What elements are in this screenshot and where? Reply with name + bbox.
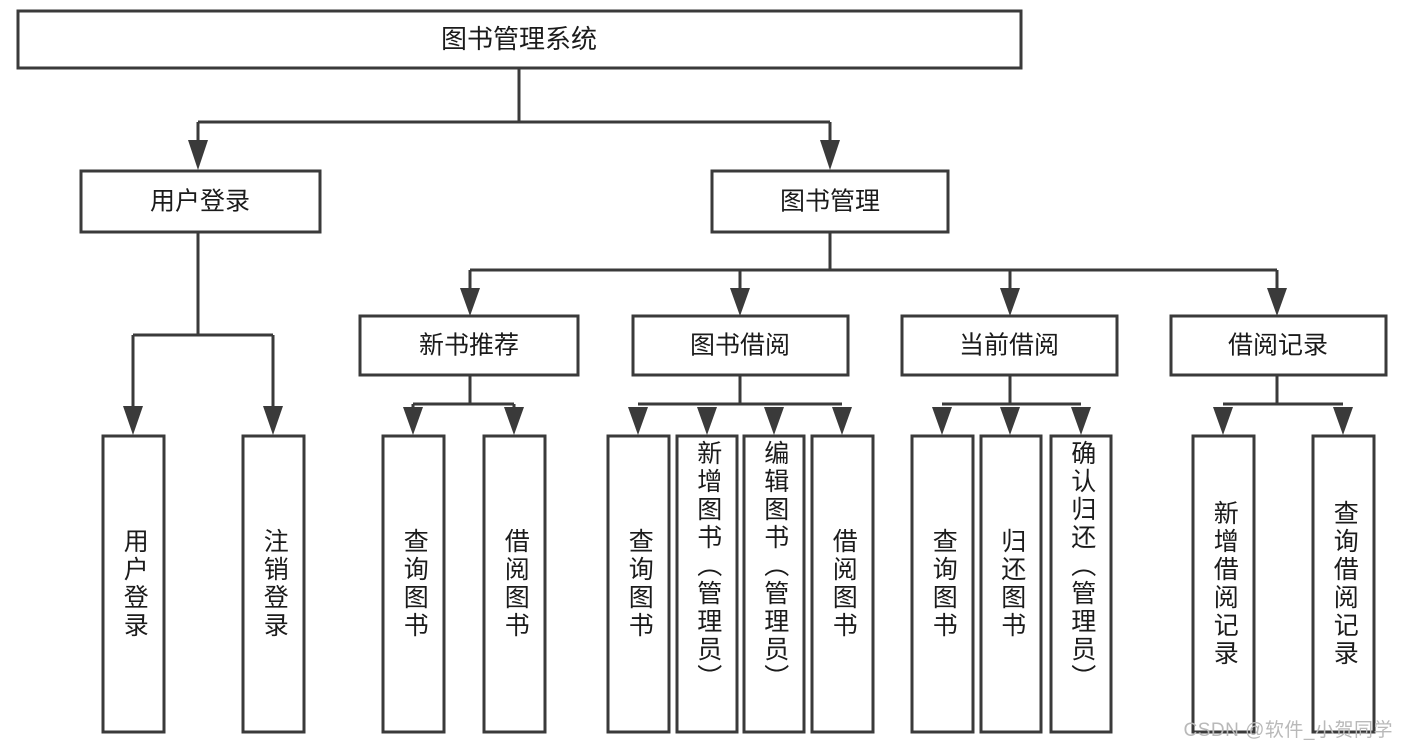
node-new-book-recommend-label: 新书推荐 (419, 332, 519, 360)
node-book-manage[interactable]: 图书管理 (710, 169, 950, 234)
leaf-box-add-book[interactable] (675, 434, 739, 734)
arrow-head-leaf-query-book-3 (932, 407, 952, 435)
connector-layer (123, 68, 1353, 435)
arrow-head-leaf-logout (263, 406, 283, 435)
arrow-head-leaf-user-login (123, 406, 143, 435)
arrow-head-book-borrow (730, 288, 750, 316)
node-root-box[interactable] (16, 9, 1023, 70)
leaf-box-query-book-3[interactable] (910, 434, 975, 734)
node-user-login-label: 用户登录 (150, 188, 250, 216)
leaf-box-edit-book[interactable] (742, 434, 806, 734)
leaf-box-query-record[interactable] (1311, 434, 1376, 734)
leaf-box-query-book-2[interactable] (606, 434, 671, 734)
node-new-book-recommend[interactable]: 新书推荐 (358, 314, 580, 377)
node-root-label: 图书管理系统 (441, 24, 597, 54)
arrow-head-leaf-borrow-book-1 (504, 407, 524, 435)
csdn-watermark: CSDN @软件_小贺同学 (1183, 720, 1393, 741)
arrow-head-new-book-recommend (460, 288, 480, 316)
leaf-box-query-book-1[interactable] (381, 434, 446, 734)
arrow-head-book-manage (820, 140, 840, 170)
arrow-head-leaf-query-book-1 (403, 407, 423, 435)
arrow-head-borrow-record (1267, 288, 1287, 316)
node-book-borrow-box[interactable] (631, 314, 850, 377)
node-borrow-record-box[interactable] (1169, 314, 1388, 377)
leaf-box-borrow-book-1[interactable] (482, 434, 547, 734)
node-book-manage-label: 图书管理 (780, 188, 880, 216)
arrow-head-leaf-query-record (1333, 407, 1353, 435)
node-user-login-box[interactable] (79, 169, 322, 234)
leaf-box-return-book[interactable] (979, 434, 1043, 734)
arrow-head-user-login (188, 140, 208, 170)
leaf-box-confirm-return[interactable] (1049, 434, 1113, 734)
node-user-login[interactable]: 用户登录 (79, 169, 322, 234)
arrow-head-leaf-confirm-return (1071, 407, 1091, 435)
node-book-borrow[interactable]: 图书借阅 (631, 314, 850, 377)
leaf-box-borrow-book-2[interactable] (810, 434, 875, 734)
leaf-box-user-login[interactable] (101, 434, 166, 734)
leaf-box-logout[interactable] (241, 434, 306, 734)
arrow-head-leaf-query-book-2 (628, 407, 648, 435)
leaf-box-layer (101, 434, 1376, 734)
node-book-manage-box[interactable] (710, 169, 950, 234)
node-current-borrow[interactable]: 当前借阅 (900, 314, 1119, 377)
node-borrow-record[interactable]: 借阅记录 (1169, 314, 1388, 377)
leaf-box-add-record[interactable] (1191, 434, 1256, 734)
node-borrow-record-label: 借阅记录 (1228, 332, 1328, 360)
node-book-borrow-label: 图书借阅 (690, 332, 790, 360)
arrow-head-leaf-add-book (697, 407, 717, 435)
arrow-head-leaf-edit-book (764, 407, 784, 435)
node-root[interactable]: 图书管理系统 (16, 9, 1023, 70)
node-current-borrow-box[interactable] (900, 314, 1119, 377)
arrow-head-leaf-add-record (1213, 407, 1233, 435)
arrow-head-current-borrow (1000, 288, 1020, 316)
node-current-borrow-label: 当前借阅 (959, 332, 1059, 360)
arrow-head-leaf-return-book (1000, 407, 1020, 435)
node-new-book-recommend-box[interactable] (358, 314, 580, 377)
arrow-head-leaf-borrow-book-2 (832, 407, 852, 435)
